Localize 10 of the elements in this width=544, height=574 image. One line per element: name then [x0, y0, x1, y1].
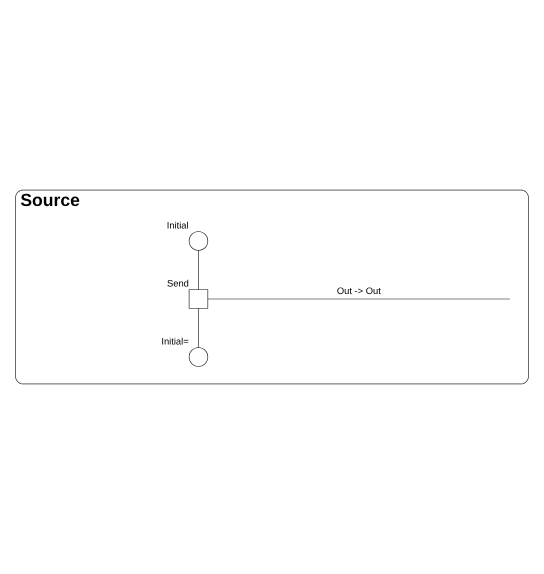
- connector: [208, 298, 510, 300]
- node-circle: [188, 231, 208, 251]
- node-label: Initial: [166, 220, 189, 231]
- node-label: Initial=: [161, 336, 189, 347]
- node-box: [188, 289, 208, 309]
- node-label: Send: [167, 278, 189, 289]
- edge-label: Out -> Out: [336, 286, 381, 296]
- node-circle: [188, 347, 208, 367]
- connector: [198, 308, 199, 348]
- connector: [198, 250, 199, 290]
